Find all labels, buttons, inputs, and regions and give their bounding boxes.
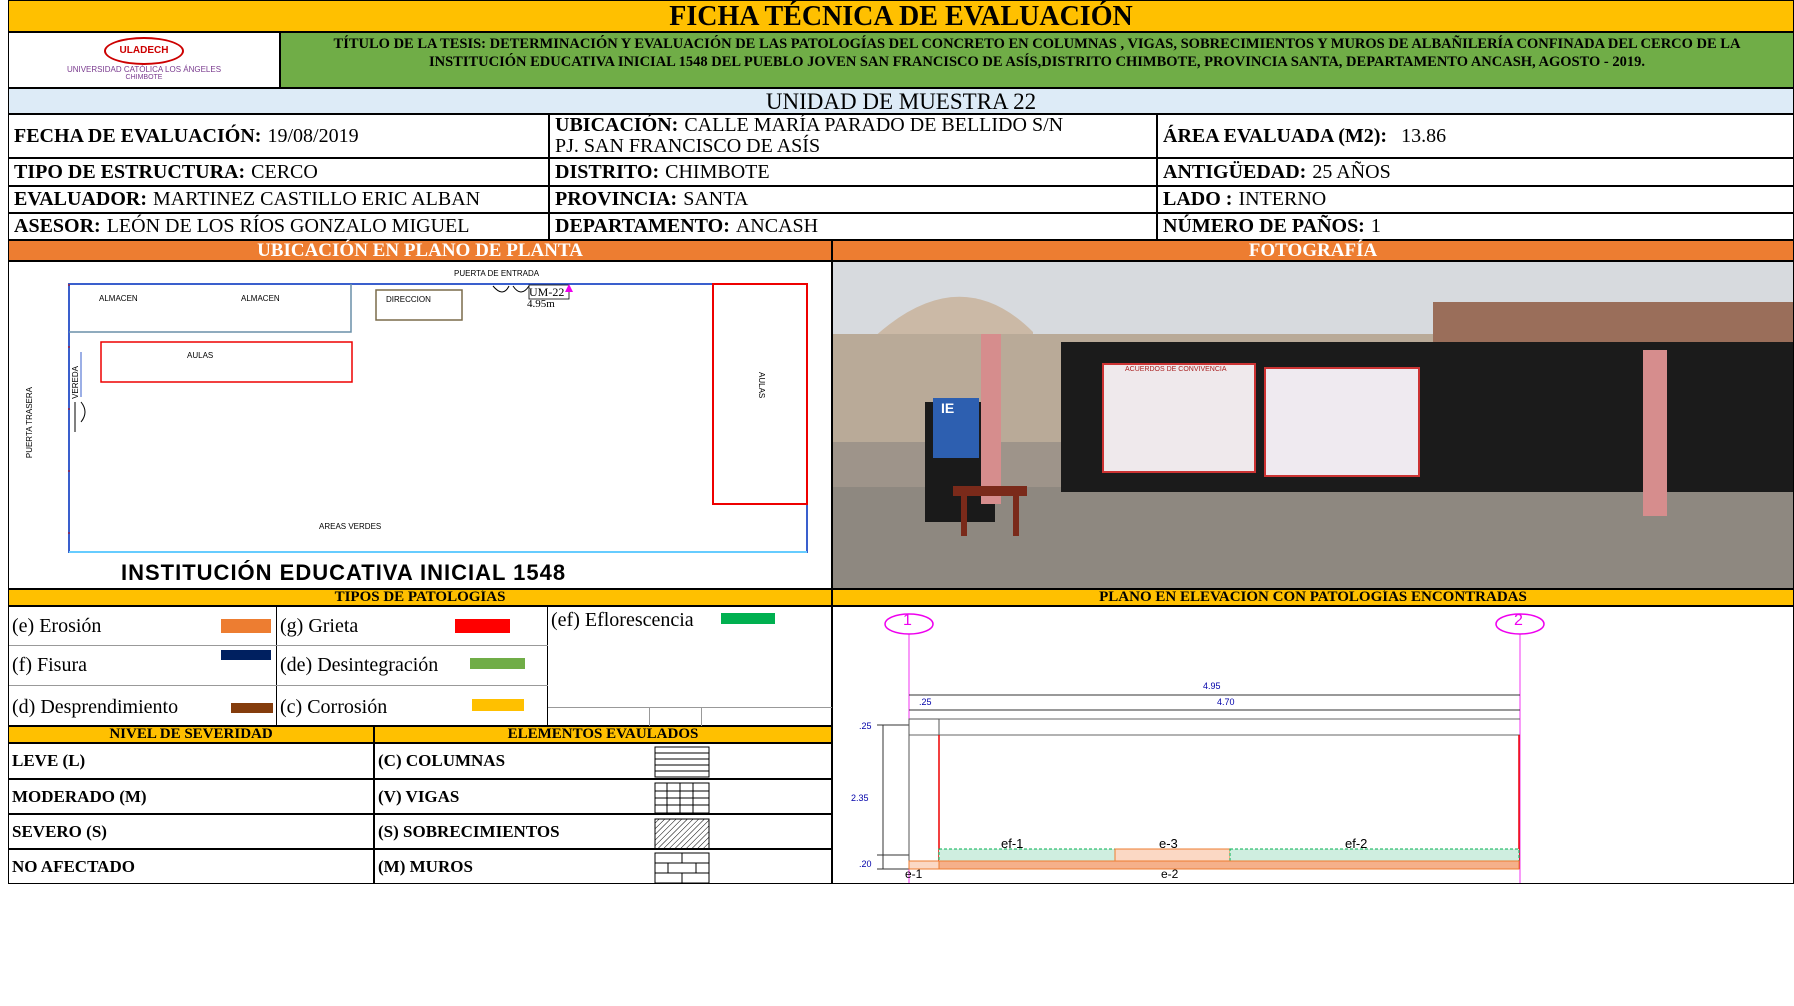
label-e-1: e-1 [905,867,923,881]
patologia-desprendimiento: (d) Desprendimiento [12,696,179,718]
label-ef-2: ef-2 [1345,836,1368,851]
fecha-cell: FECHA DE EVALUACIÓN:19/08/2019 [8,114,549,158]
photo-sign-text: IE [941,400,955,416]
erosion-swatch [221,619,271,633]
patologia-erosion: (e) Erosión [12,615,102,637]
elemento-columnas: (C) COLUMNAS [374,743,832,779]
photo-banner-title: ACUERDOS DE CONVIVENCIA [1125,366,1227,373]
fecha-value: 19/08/2019 [267,124,359,147]
patologia-eflorescencia: (ef) Eflorescencia [551,609,694,631]
corrosion-swatch [472,699,524,711]
label-um: UM-22 [529,285,565,299]
label-almacen-1: ALMACEN [99,294,138,303]
antiguedad-cell: ANTIGÜEDAD:25 AÑOS [1157,158,1794,186]
patologia-corrosion: (c) Corrosión [280,696,388,718]
label-ef-1: ef-1 [1001,836,1024,851]
desprendimiento-swatch [231,703,273,713]
logo-city: CHIMBOTE [125,74,163,81]
label-aulas-2: AULAS [757,372,766,399]
elementos-header: ELEMENTOS EVAULADOS [374,726,832,743]
elemento-muros: (M) MUROS [374,849,832,884]
height-bottom: .20 [859,859,872,869]
label-e-3: e-3 [1159,836,1178,851]
elevacion-header: PLANO EN ELEVACIÓN CON PATOLOGÍAS ENCONT… [832,589,1794,606]
label-vereda: VEREDA [71,366,80,399]
tipos-header: TIPOS DE PATOLOGÍAS [8,589,832,606]
foto-header: FOTOGRAFÍA [832,240,1794,261]
severidad-leve: LEVE (L) [8,743,374,779]
vigas-hatch-icon [654,782,710,814]
severidad-no-afectado: NO AFECTADO [8,849,374,884]
ubicacion-cell: UBICACIÓN:CALLE MARÍA PARADO DE BELLIDO … [549,114,1157,158]
axis-2-label: 2 [1514,612,1523,629]
desintegracion-swatch [470,658,525,669]
photograph: ACUERDOS DE CONVIVENCIA IE [832,261,1794,589]
panos-cell: NÚMERO DE PAÑOS:1 [1157,213,1794,240]
patologia-fisura: (f) Fisura [12,654,87,676]
label-puerta-entrada: PUERTA DE ENTRADA [454,269,540,278]
sobrecimientos-hatch-icon [654,818,710,850]
severidad-severo: SEVERO (S) [8,814,374,849]
eflorescencia-swatch [721,613,775,624]
muros-hatch-icon [654,852,710,884]
asesor-cell: ASESOR:LEÓN DE LOS RÍOS GONZALO MIGUEL [8,213,549,240]
distrito-cell: DISTRITO:CHIMBOTE [549,158,1157,186]
thesis-title: TÍTULO DE LA TESIS: DETERMINACIÓN Y EVAL… [280,32,1794,88]
dim-total: 4.95 [1203,681,1221,691]
label-um-length: 4.95m [527,298,555,310]
height-top: .25 [859,721,872,731]
elemento-vigas: (V) VIGAS [374,779,832,814]
axis-1-label: 1 [903,612,912,629]
label-areas-verdes: AREAS VERDES [319,522,382,531]
dim-inner: 4.70 [1217,697,1235,707]
label-direccion: DIRECCION [386,295,431,304]
logo-caption: UNIVERSIDAD CATÓLICA LOS ÁNGELES [66,65,222,74]
floor-plan: PUERTA DE ENTRADA UM-22 4.95m ALMACEN AL… [8,261,832,589]
element-hatch-icons [654,746,710,884]
provincia-cell: PROVINCIA:SANTA [549,186,1157,213]
patologia-grieta: (g) Grieta [280,615,359,637]
label-aulas-1: AULAS [187,351,214,360]
label-puerta-trasera: PUERTA TRASERA [25,387,34,459]
patologias-legend: (e) Erosión (g) Grieta (ef) Eflorescenci… [8,606,833,727]
departamento-cell: DEPARTAMENTO:ANCASH [549,213,1157,240]
dim-left: .25 [919,697,932,707]
plano-header: UBICACIÓN EN PLANO DE PLANTA [8,240,832,261]
severidad-moderado: MODERADO (M) [8,779,374,814]
unit-title: UNIDAD DE MUESTRA 22 [8,88,1794,114]
patologia-desintegracion: (de) Desintegración [280,654,439,676]
label-e-2: e-2 [1161,867,1179,881]
tipo-cell: TIPO DE ESTRUCTURA:CERCO [8,158,549,186]
label-almacen-2: ALMACEN [241,294,280,303]
grieta-swatch [455,619,510,633]
height-mid: 2.35 [851,793,869,803]
institution-name: INSTITUCIÓN EDUCATIVA INICIAL 1548 [121,560,567,585]
columnas-hatch-icon [654,746,710,778]
university-logo: ULADECH UNIVERSIDAD CATÓLICA LOS ÁNGELES… [8,32,280,88]
severidad-header: NIVEL DE SEVERIDAD [8,726,374,743]
lado-cell: LADO :INTERNO [1157,186,1794,213]
sheet-title: FICHA TÉCNICA DE EVALUACIÓN [8,0,1794,32]
fisura-swatch [221,650,271,660]
elemento-sobrecimientos: (S) SOBRECIMIENTOS [374,814,832,849]
logo-text: ULADECH [119,45,169,56]
area-cell: ÁREA EVALUADA (M2):13.86 [1157,114,1794,158]
elevation-drawing: 1 2 4.95 4.70 .25 .25 2.35 .20 ef-1 e-3 … [832,606,1794,884]
evaluador-cell: EVALUADOR:MARTINEZ CASTILLO ERIC ALBAN [8,186,549,213]
